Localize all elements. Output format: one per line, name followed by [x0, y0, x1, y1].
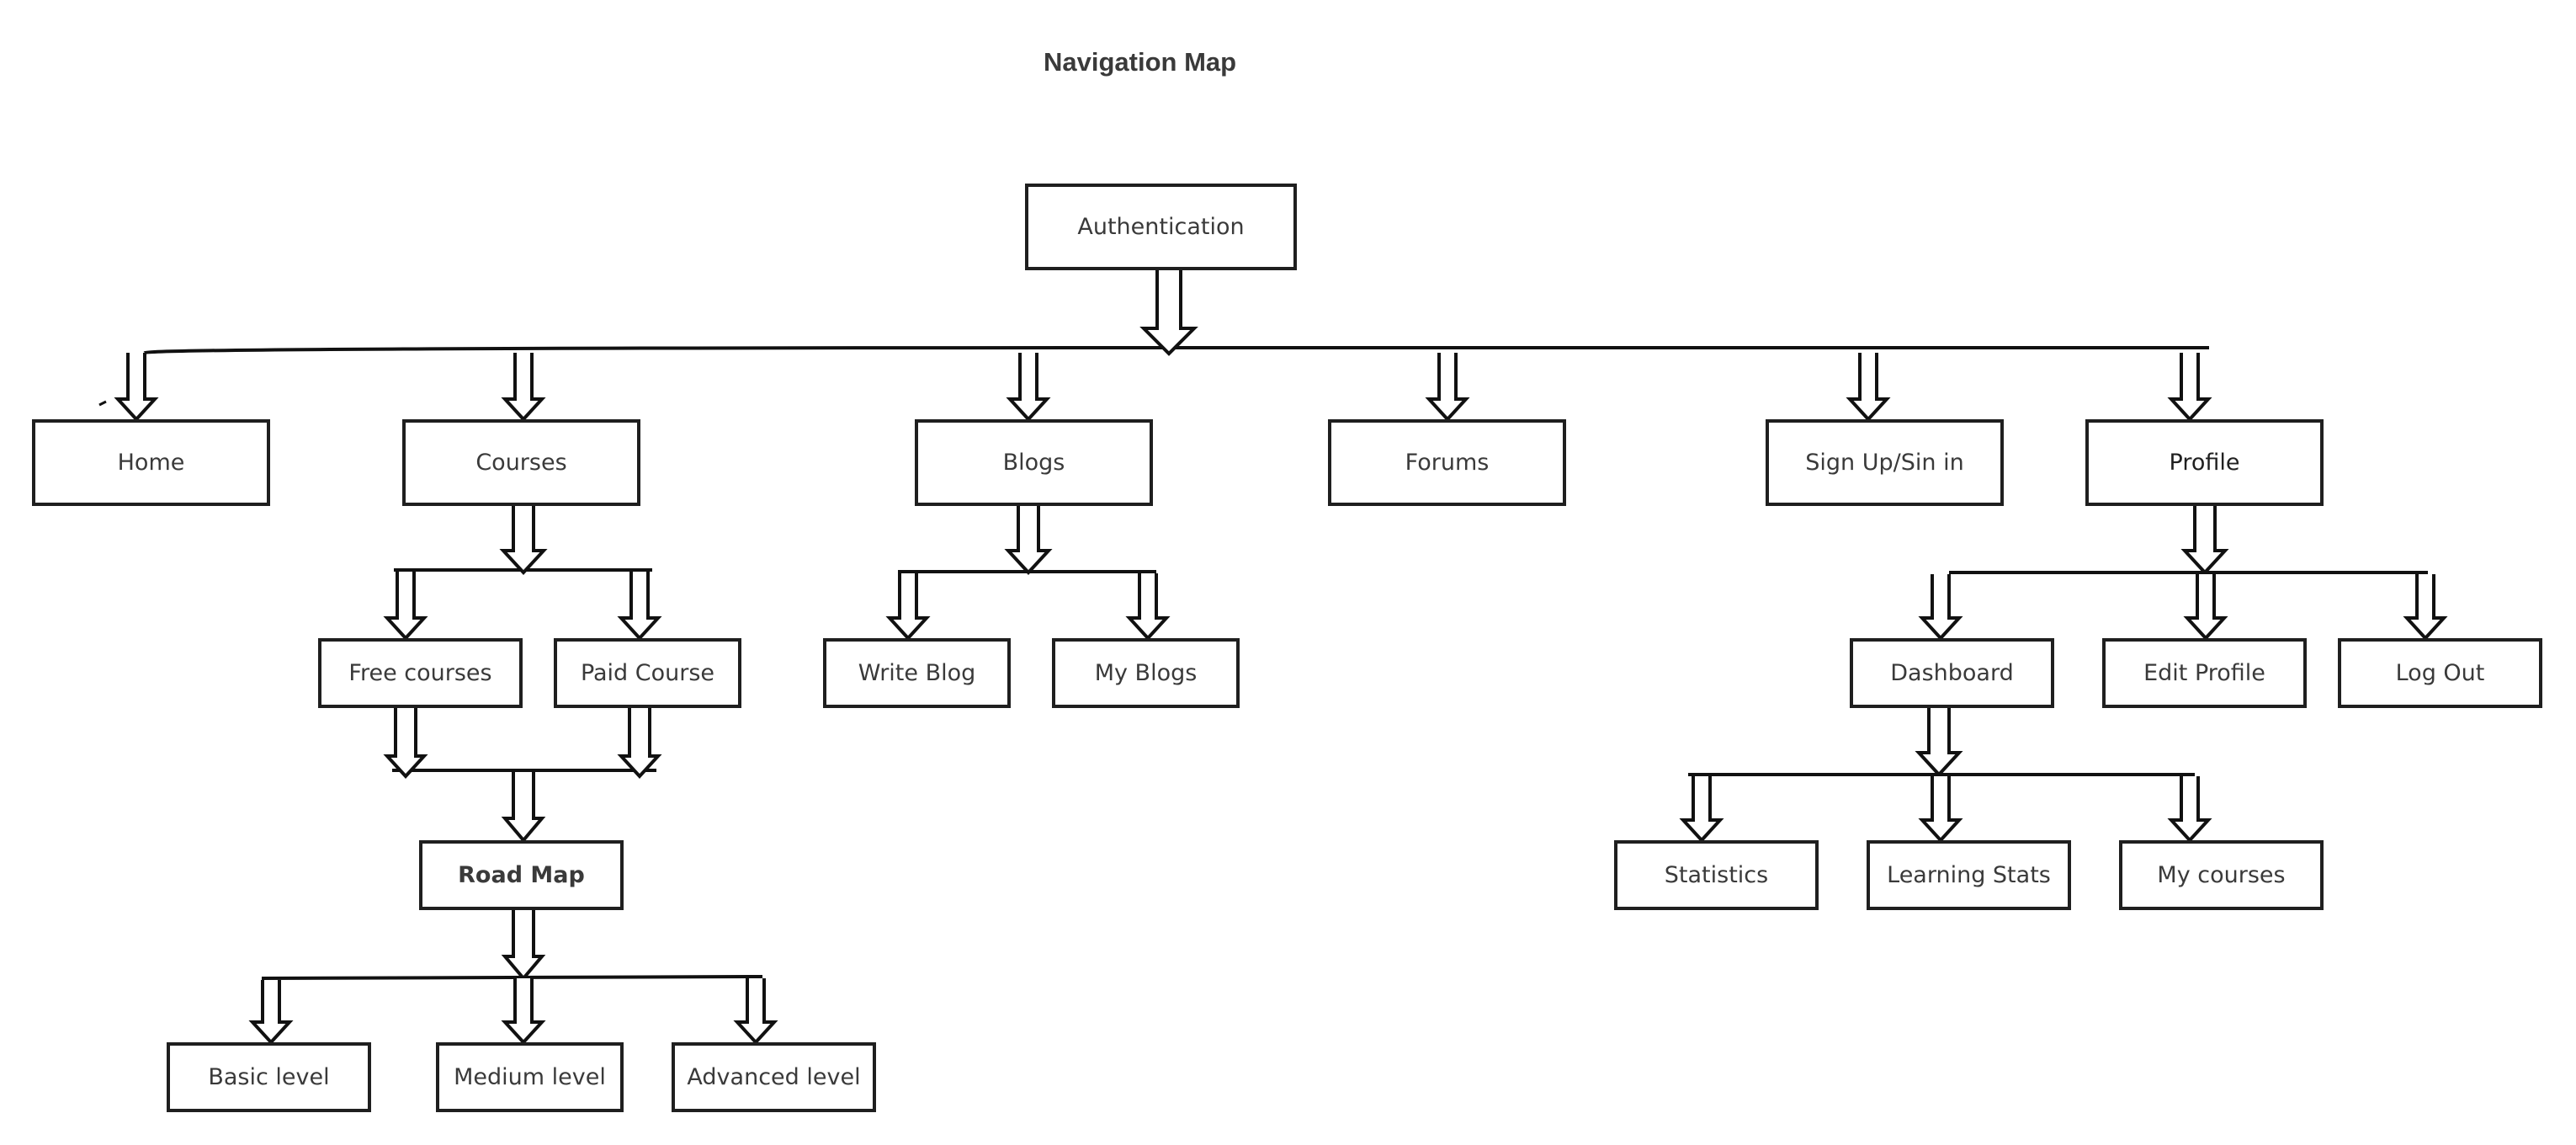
arrow-to-my-courses [2167, 776, 2212, 843]
arrow-to-log-out [2403, 574, 2448, 641]
arrow-to-advanced-level [733, 978, 778, 1045]
node-free-courses: Free courses [318, 638, 523, 708]
arrow-to-home [114, 353, 159, 422]
node-road-map: Road Map [419, 840, 624, 910]
node-courses: Courses [402, 419, 640, 506]
arrow-from-blogs [1004, 506, 1053, 575]
node-edit-profile: Edit Profile [2102, 638, 2307, 708]
node-write-blog: Write Blog [823, 638, 1011, 708]
arrow-from-road-map [501, 910, 546, 982]
arrow-to-courses [501, 353, 546, 422]
node-basic-level: Basic level [167, 1042, 371, 1112]
node-blogs: Blogs [915, 419, 1153, 506]
arrow-to-paid-course [617, 572, 662, 641]
node-forums: Forums [1328, 419, 1566, 506]
arrow-to-dashboard [1918, 574, 1963, 641]
arrow-to-profile [2167, 353, 2212, 422]
stray-mark [98, 400, 107, 407]
node-statistics: Statistics [1614, 840, 1819, 910]
arrow-to-basic-level [248, 980, 294, 1045]
diagram-title: Navigation Map [1044, 47, 1237, 77]
node-advanced-level: Advanced level [672, 1042, 876, 1112]
arrow-to-edit-profile [2183, 574, 2228, 641]
node-profile: Profile [2085, 419, 2324, 506]
node-home: Home [32, 419, 270, 506]
node-log-out: Log Out [2338, 638, 2542, 708]
arrow-to-write-blog [885, 573, 931, 641]
arrow-to-statistics [1679, 776, 1724, 843]
arrow-to-forums [1425, 353, 1470, 422]
arrow-authentication [1139, 270, 1198, 356]
arrow-to-sign-up [1846, 353, 1891, 422]
arrow-to-medium-level [501, 978, 546, 1045]
node-my-courses: My courses [2119, 840, 2324, 910]
arrows-group [114, 270, 2448, 1045]
node-learning-stats: Learning Stats [1867, 840, 2071, 910]
node-sign-up-sign-in: Sign Up/Sin in [1766, 419, 2004, 506]
node-dashboard: Dashboard [1850, 638, 2054, 708]
branch-line-road-map [261, 975, 763, 980]
arrow-to-my-blogs [1125, 573, 1171, 641]
arrow-from-dashboard [1915, 708, 1963, 777]
arrow-to-learning-stats [1918, 776, 1963, 843]
node-my-blogs: My Blogs [1052, 638, 1240, 708]
trunk-line-authentication [143, 346, 1171, 354]
node-authentication: Authentication [1025, 184, 1297, 270]
arrow-to-blogs [1006, 353, 1051, 422]
arrow-from-profile [2180, 506, 2229, 575]
arrow-from-paid-course [617, 708, 662, 779]
arrow-from-courses [499, 506, 548, 575]
node-medium-level: Medium level [436, 1042, 624, 1112]
arrow-to-road-map [501, 772, 546, 844]
arrow-to-free-courses [383, 572, 428, 641]
node-paid-course: Paid Course [554, 638, 741, 708]
arrow-from-free-courses [383, 708, 428, 779]
